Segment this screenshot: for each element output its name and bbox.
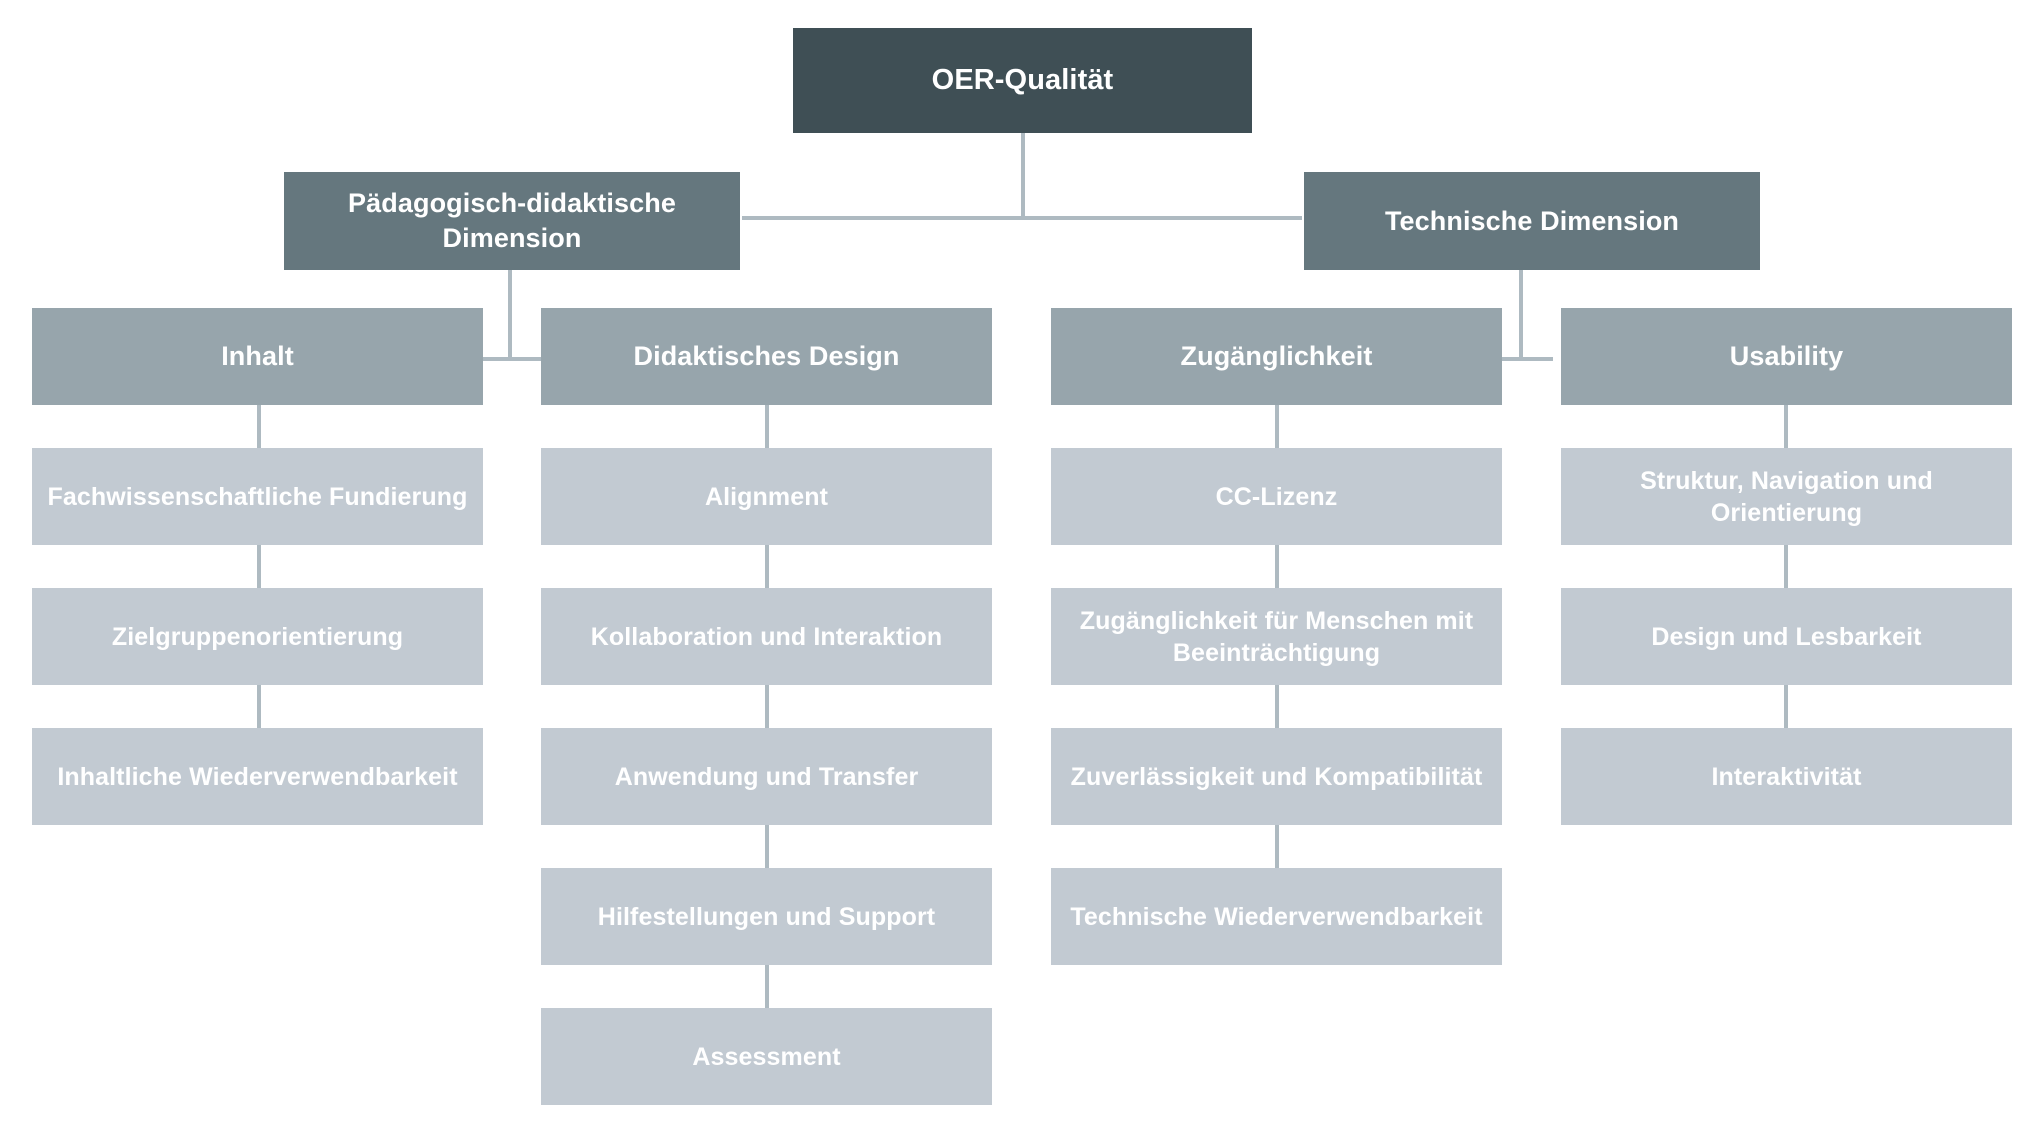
node-leaf-kollaboration-und-interaktion[interactable]: Kollaboration und Interaktion (541, 588, 992, 685)
node-leaf-fachwissenschaftliche-fundierung[interactable]: Fachwissenschaftliche Fundierung (32, 448, 483, 545)
node-dimension-technische-label: Technische Dimension (1384, 205, 1680, 236)
connector-inhalt-3 (257, 685, 261, 728)
node-dimension-paedagogisch-label: Pädagogisch-didaktische Dimension (348, 188, 676, 253)
node-leaf-label: Zugänglichkeit für Menschen mit Beeinträ… (1079, 606, 1474, 667)
node-leaf-zielgruppenorientierung[interactable]: Zielgruppenorientierung (32, 588, 483, 685)
node-leaf-zuverlaessigkeit-und-kompatibilitaet[interactable]: Zuverlässigkeit und Kompatibilität (1051, 728, 1502, 825)
connector-zugang-1 (1275, 405, 1279, 448)
node-root-oer-qualitaet[interactable]: OER-Qualität (793, 28, 1252, 133)
node-leaf-label: Zuverlässigkeit und Kompatibilität (1070, 762, 1483, 791)
node-leaf-label: Assessment (692, 1042, 841, 1071)
node-leaf-label: Struktur, Navigation und Orientierung (1640, 466, 1933, 527)
connector-usability-3 (1784, 685, 1788, 728)
connector-zugang-2 (1275, 545, 1279, 588)
node-category-inhalt[interactable]: Inhalt (32, 308, 483, 405)
node-leaf-struktur-navigation-und-orientierung[interactable]: Struktur, Navigation und Orientierung (1561, 448, 2012, 545)
connector-inhalt-1 (257, 405, 261, 448)
node-leaf-label: Inhaltliche Wiederverwendbarkeit (57, 762, 458, 791)
node-leaf-label: Technische Wiederverwendbarkeit (1070, 902, 1483, 931)
node-leaf-label: Design und Lesbarkeit (1651, 622, 1922, 651)
node-leaf-cc-lizenz[interactable]: CC-Lizenz (1051, 448, 1502, 545)
connector-root-stem (1021, 133, 1025, 218)
node-leaf-label: Fachwissenschaftliche Fundierung (47, 482, 468, 511)
connector-inhalt-2 (257, 545, 261, 588)
node-dimension-paedagogisch-didaktische[interactable]: Pädagogisch-didaktische Dimension (284, 172, 740, 270)
connector-root-bar (742, 216, 1302, 220)
node-leaf-label: Zielgruppenorientierung (111, 622, 404, 651)
connector-didaktik-2 (765, 545, 769, 588)
connector-didaktik-3 (765, 685, 769, 728)
connector-usability-2 (1784, 545, 1788, 588)
connector-didaktik-1 (765, 405, 769, 448)
node-root-label: OER-Qualität (931, 63, 1114, 96)
node-category-zugaenglichkeit[interactable]: Zugänglichkeit (1051, 308, 1502, 405)
node-leaf-inhaltliche-wiederverwendbarkeit[interactable]: Inhaltliche Wiederverwendbarkeit (32, 728, 483, 825)
node-category-usability-label: Usability (1729, 341, 1844, 372)
node-leaf-alignment[interactable]: Alignment (541, 448, 992, 545)
connector-zugang-4 (1275, 825, 1279, 868)
node-leaf-assessment[interactable]: Assessment (541, 1008, 992, 1105)
node-leaf-interaktivitaet[interactable]: Interaktivität (1561, 728, 2012, 825)
connector-dim-technical-bar (1493, 357, 1553, 361)
connector-dim-pedagogic-bar (482, 357, 542, 361)
connector-dim-pedagogic-stem (508, 270, 512, 359)
connector-dim-technical-stem (1519, 270, 1523, 359)
node-leaf-label: Interaktivität (1711, 762, 1862, 791)
node-leaf-zugaenglichkeit-fuer-menschen-mit-beeintraechtigung[interactable]: Zugänglichkeit für Menschen mit Beeinträ… (1051, 588, 1502, 685)
node-category-zugaenglichkeit-label: Zugänglichkeit (1180, 341, 1373, 372)
node-leaf-label: Hilfestellungen und Support (597, 902, 936, 931)
node-leaf-anwendung-und-transfer[interactable]: Anwendung und Transfer (541, 728, 992, 825)
connector-zugang-3 (1275, 685, 1279, 728)
node-leaf-technische-wiederverwendbarkeit[interactable]: Technische Wiederverwendbarkeit (1051, 868, 1502, 965)
connector-usability-1 (1784, 405, 1788, 448)
connector-didaktik-4 (765, 825, 769, 868)
node-category-usability[interactable]: Usability (1561, 308, 2012, 405)
connector-didaktik-5 (765, 965, 769, 1008)
node-leaf-label: CC-Lizenz (1215, 482, 1338, 511)
node-leaf-label: Alignment (704, 482, 829, 511)
node-category-didaktisches-design-label: Didaktisches Design (633, 341, 900, 372)
node-dimension-technische[interactable]: Technische Dimension (1304, 172, 1760, 270)
node-leaf-label: Kollaboration und Interaktion (590, 622, 943, 651)
node-category-didaktisches-design[interactable]: Didaktisches Design (541, 308, 992, 405)
node-leaf-design-und-lesbarkeit[interactable]: Design und Lesbarkeit (1561, 588, 2012, 685)
node-category-inhalt-label: Inhalt (221, 341, 294, 372)
node-leaf-hilfestellungen-und-support[interactable]: Hilfestellungen und Support (541, 868, 992, 965)
node-leaf-label: Anwendung und Transfer (614, 762, 919, 791)
